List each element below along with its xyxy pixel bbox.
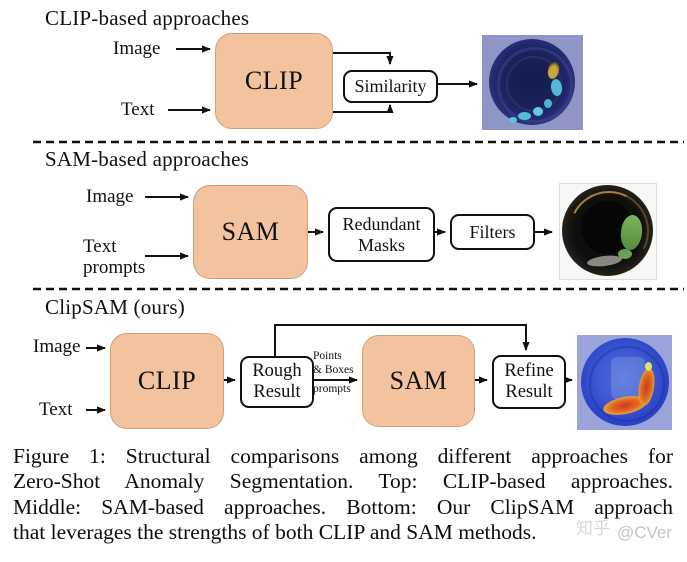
defect-green-small (618, 249, 632, 259)
prompts-note-line1: Points (313, 350, 342, 362)
anomaly-blob-cyan-2 (533, 107, 543, 116)
anomaly-tip (645, 362, 652, 371)
caption-line4: that leverages the strengths of both CLI… (13, 520, 537, 545)
row1-input-text-label: Text (121, 99, 155, 120)
row3-clip-box: CLIP (110, 333, 224, 429)
cap-groove-ring (497, 47, 573, 123)
watermark-site: 知乎 (576, 519, 610, 538)
row3-sam-box: SAM (362, 335, 475, 427)
row1-clip-box: CLIP (215, 33, 333, 129)
row2-input-text-line1: Text (83, 236, 117, 257)
filters-label: Filters (469, 221, 516, 242)
rough-result-line2: Result (253, 382, 301, 402)
anomaly-blob-cyan-4 (509, 117, 517, 123)
rough-result-box: Rough Result (240, 356, 314, 408)
refine-result-line1: Refine (504, 361, 554, 382)
row3-input-text-label: Text (39, 399, 73, 420)
refine-result-box: Refine Result (492, 355, 566, 409)
row1-clip-label: CLIP (244, 66, 304, 95)
row3-heading: ClipSAM (ours) (45, 295, 185, 319)
cap-groove-ring-blue (589, 346, 665, 422)
row3-input-image-label: Image (33, 336, 81, 357)
caption-line2: Zero-Shot Anomaly Segmentation. Top: CLI… (13, 469, 673, 494)
filters-box: Filters (450, 214, 535, 250)
similarity-label: Similarity (354, 76, 427, 97)
watermark-handle: @CVer (617, 523, 673, 542)
refine-result-line2: Result (505, 382, 553, 402)
row2-sam-label: SAM (221, 217, 280, 246)
row1-heading: CLIP-based approaches (45, 6, 250, 30)
anomaly-blob-cyan-1 (518, 112, 531, 120)
redundant-masks-box: Redundant Masks (328, 207, 435, 262)
prompts-note-line3: prompts (313, 383, 351, 395)
row1-result-heatmap-image (482, 35, 583, 130)
row2-input-image-label: Image (86, 186, 134, 207)
caption-line3: Middle: SAM-based approaches. Bottom: Ou… (13, 494, 673, 519)
figure-caption: Figure 1: Structural comparisons among d… (13, 444, 673, 546)
row1-input-image-label: Image (113, 38, 161, 59)
row2-input-text-line2: prompts (83, 257, 146, 278)
row1-similarity-box: Similarity (343, 70, 438, 103)
rough-result-line1: Rough (252, 361, 302, 382)
row2-sam-box: SAM (193, 185, 308, 279)
row2-heading: SAM-based approaches (45, 147, 250, 171)
redundant-masks-line2: Masks (357, 234, 405, 255)
anomaly-blob-cyan-3 (544, 99, 552, 108)
redundant-masks-line1: Redundant (342, 214, 421, 235)
row2-result-photo-image (559, 183, 657, 280)
prompts-note-line2: & Boxes (313, 364, 354, 376)
row3-result-heatmap-image (577, 335, 672, 430)
row3-clip-label: CLIP (137, 366, 197, 395)
row3-sam-label: SAM (389, 366, 448, 395)
caption-line1: Figure 1: Structural comparisons among d… (13, 444, 673, 468)
